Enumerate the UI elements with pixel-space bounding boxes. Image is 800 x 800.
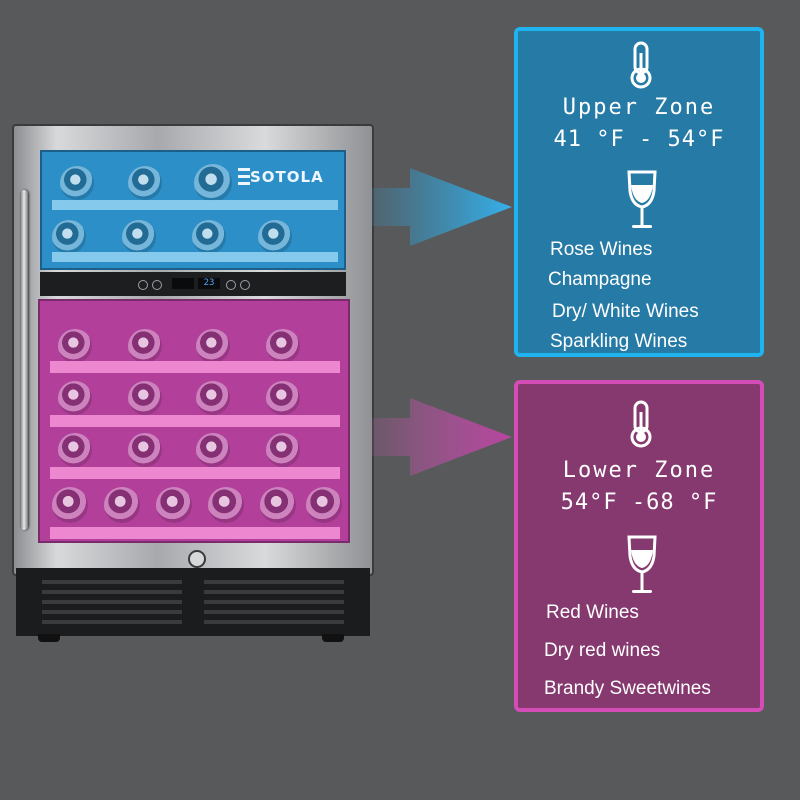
bottle <box>58 433 92 467</box>
bottle <box>52 487 88 523</box>
bottle <box>196 381 230 415</box>
shelf <box>50 467 340 479</box>
shelf <box>52 252 338 262</box>
lower-zone-panel: Lower Zone 54°F -68 °F Red Wines Dry red… <box>514 380 764 712</box>
control-button[interactable] <box>152 280 162 290</box>
bottle <box>156 487 192 523</box>
vent-slat <box>42 610 182 614</box>
bottle <box>128 381 162 415</box>
control-button[interactable] <box>226 280 236 290</box>
shelf <box>50 415 340 427</box>
brand-logo: SOTOLA <box>250 168 324 186</box>
upper-zone-panel: Upper Zone 41 °F - 54°F Rose Wines Champ… <box>514 27 764 357</box>
bottle <box>196 329 230 363</box>
temperature-display-left <box>172 278 194 289</box>
arrow-right-icon <box>372 398 512 476</box>
lower-zone-title: Lower Zone <box>562 458 716 483</box>
vent-slat <box>204 610 344 614</box>
bottle <box>306 487 342 523</box>
bottle <box>122 220 156 254</box>
bottle <box>260 487 296 523</box>
wine-list-item: Dry red wines <box>544 640 661 661</box>
wine-glass-icon <box>627 170 657 228</box>
wine-glass-icon <box>627 535 657 593</box>
bottle <box>266 329 300 363</box>
bottle <box>128 329 162 363</box>
bottle <box>128 433 162 467</box>
wine-list-item: Red Wines <box>546 602 639 623</box>
shelf <box>50 361 340 373</box>
bottle <box>192 220 226 254</box>
bottle <box>60 166 94 200</box>
vent-slat <box>204 590 344 594</box>
lower-zone-range: 54°F -68 °F <box>560 490 718 515</box>
wine-list-item: Rose Wines <box>550 239 653 260</box>
wine-list-item: Champagne <box>548 269 652 290</box>
temperature-display-right: 23 <box>198 278 220 289</box>
bottle <box>128 166 162 200</box>
foot <box>322 634 344 642</box>
upper-zone-glass <box>40 150 346 270</box>
upper-zone-title: Upper Zone <box>562 95 716 120</box>
bottle <box>58 381 92 415</box>
bottle <box>266 381 300 415</box>
thermometer-icon <box>630 400 652 448</box>
shelf <box>52 200 338 210</box>
vent-slat <box>42 600 182 604</box>
bottle <box>194 164 232 202</box>
control-button[interactable] <box>138 280 148 290</box>
vent-slat <box>42 580 182 584</box>
bottle <box>58 329 92 363</box>
wine-list-item: Sparkling Wines <box>550 331 688 352</box>
wine-list-item: Brandy Sweetwines <box>544 678 711 699</box>
lower-zone-glass <box>38 299 350 543</box>
foot <box>38 634 60 642</box>
wine-list-item: Dry/ White Wines <box>552 301 699 322</box>
upper-zone-range: 41 °F - 54°F <box>553 127 725 152</box>
base-vent-grille <box>16 568 370 636</box>
thermometer-icon <box>630 41 652 89</box>
vent-slat <box>42 590 182 594</box>
vent-slat <box>204 620 344 624</box>
door-handle <box>20 190 28 530</box>
bottle <box>258 220 292 254</box>
brand-logo-icon <box>238 168 250 185</box>
control-button[interactable] <box>240 280 250 290</box>
bottle <box>52 220 86 254</box>
bottle <box>266 433 300 467</box>
arrow-right-icon <box>372 168 512 246</box>
shelf <box>50 527 340 539</box>
vent-slat <box>204 600 344 604</box>
vent-slat <box>204 580 344 584</box>
door-lock <box>188 550 206 568</box>
bottle <box>208 487 244 523</box>
bottle <box>196 433 230 467</box>
bottle <box>104 487 140 523</box>
vent-slat <box>42 620 182 624</box>
control-panel: 23 <box>40 272 346 296</box>
